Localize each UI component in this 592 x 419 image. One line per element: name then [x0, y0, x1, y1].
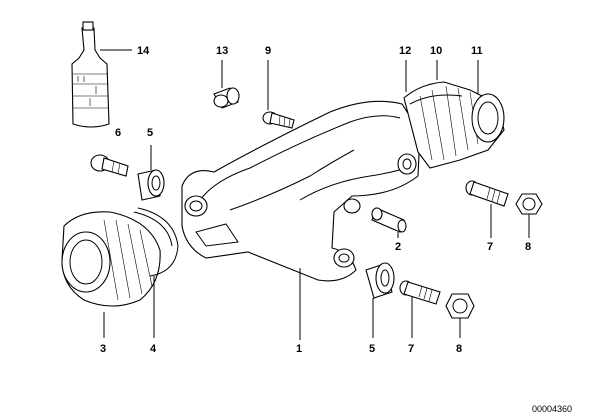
bolt-part-9: [262, 60, 295, 129]
callout-13: 13: [216, 45, 228, 57]
callout-7-upper: 7: [487, 241, 493, 253]
bottle-part: [71, 21, 132, 128]
ring-clip-part: [133, 207, 179, 338]
callout-5-lower: 5: [369, 343, 375, 355]
callout-11: 11: [471, 45, 483, 57]
callout-8-upper: 8: [525, 241, 531, 253]
callout-4: 4: [150, 343, 157, 355]
threaded-bolt-part-7a: [465, 180, 509, 238]
bearing-part-5a: [137, 145, 165, 201]
callout-1: 1: [296, 343, 302, 355]
callout-14: 14: [137, 45, 150, 57]
lower-boot-part: [61, 211, 161, 338]
document-number: 00004360: [532, 404, 572, 414]
nut-part-8b: [445, 293, 475, 338]
callout-9: 9: [265, 45, 271, 57]
callout-12: 12: [399, 45, 411, 57]
callout-5-upper: 5: [147, 127, 153, 139]
callout-8-lower: 8: [456, 343, 462, 355]
callout-6: 6: [115, 127, 121, 139]
cap-part: [213, 60, 240, 109]
threaded-bolt-part-7b: [399, 280, 441, 338]
swing-arm-part: [181, 100, 421, 340]
bolt-part-6: [90, 154, 129, 177]
upper-boot-part: [403, 60, 505, 169]
pin-part: [371, 207, 407, 238]
bearing-part-5b: [365, 262, 395, 338]
callout-10: 10: [430, 45, 442, 57]
callout-7-lower: 7: [408, 343, 414, 355]
nut-part-8a: [515, 193, 543, 238]
callout-3: 3: [100, 343, 106, 355]
callout-2: 2: [395, 241, 401, 253]
